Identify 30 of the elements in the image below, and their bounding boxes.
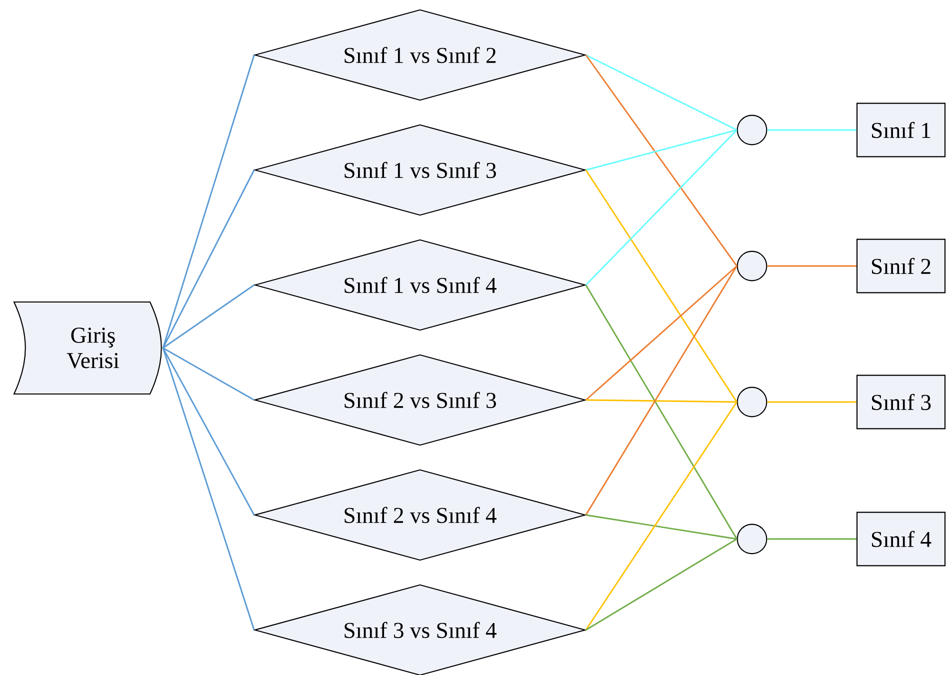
connector-line xyxy=(585,265,738,401)
connector-line xyxy=(586,538,738,631)
connector-line xyxy=(585,129,738,286)
connector-line xyxy=(162,54,255,348)
class-box: Sınıf 2 xyxy=(856,238,946,294)
junction-circle xyxy=(736,386,768,418)
connector-line xyxy=(162,284,255,349)
class-box: Sınıf 4 xyxy=(856,512,946,566)
connector-line xyxy=(162,348,255,516)
connector-line xyxy=(585,170,738,402)
connector-line xyxy=(585,402,738,630)
connector-line xyxy=(586,399,737,403)
class-box: Sınıf 3 xyxy=(856,374,946,430)
class-box: Sınıf 1 xyxy=(856,102,946,158)
connector-line xyxy=(586,129,737,171)
connector-line xyxy=(586,54,738,131)
junction-circle xyxy=(736,114,768,146)
connector-line xyxy=(585,54,738,266)
connector-line xyxy=(767,129,856,131)
connector-line xyxy=(162,348,255,630)
connector-line xyxy=(585,284,738,540)
connector-line xyxy=(162,170,255,348)
connector-line xyxy=(767,265,856,267)
connector-line xyxy=(767,538,856,540)
connector-line xyxy=(162,347,254,401)
connector-line xyxy=(586,514,737,540)
junction-circle xyxy=(736,524,768,554)
connector-line xyxy=(767,401,856,403)
connector-line xyxy=(585,266,738,516)
junction-circle xyxy=(736,250,768,282)
